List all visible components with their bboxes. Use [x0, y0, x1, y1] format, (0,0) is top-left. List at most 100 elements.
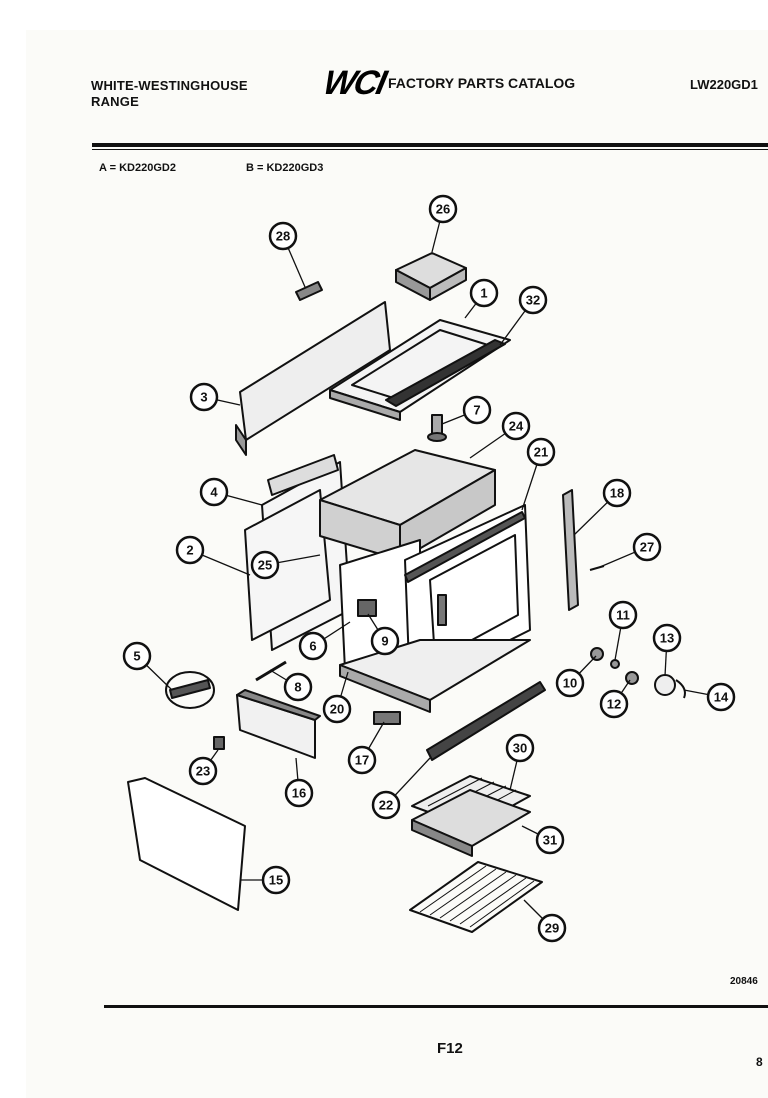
document-code: LW220GD1 [690, 77, 758, 92]
callout-20: 20 [322, 694, 352, 724]
callout-bubble [505, 733, 535, 763]
callout-bubble [283, 672, 313, 702]
callout-bubble [284, 778, 314, 808]
part-rail [385, 339, 506, 407]
callout-number: 5 [133, 649, 140, 664]
callout-bubble [122, 641, 152, 671]
part-drawer-clip [213, 736, 225, 750]
callout-number: 25 [258, 558, 272, 573]
callout-11: 11 [608, 600, 638, 630]
part-switch [357, 599, 377, 617]
callout-5: 5 [122, 641, 152, 671]
callout-16: 16 [284, 778, 314, 808]
callout-10: 10 [555, 668, 585, 698]
callout-number: 17 [355, 753, 369, 768]
callout-number: 21 [534, 445, 548, 460]
callout-bubble [322, 694, 352, 724]
callout-bubble [501, 411, 531, 441]
brand-name: WHITE-WESTINGHOUSE [91, 78, 248, 93]
callout-31: 31 [535, 825, 565, 855]
part-burner-box [395, 252, 467, 301]
callout-number: 24 [509, 419, 524, 434]
catalog-title: FACTORY PARTS CATALOG [388, 75, 576, 91]
callout-2: 2 [175, 535, 205, 565]
callout-7: 7 [462, 395, 492, 425]
callout-number: 3 [200, 390, 207, 405]
callout-number: 23 [196, 764, 210, 779]
product-type: RANGE [91, 94, 139, 109]
callout-bubble [370, 626, 400, 656]
callout-21: 21 [526, 437, 556, 467]
callout-bubble [347, 745, 377, 775]
part-trim-strip [404, 511, 526, 583]
callout-number: 10 [563, 676, 577, 691]
callout-number: 29 [545, 921, 559, 936]
callout-27: 27 [632, 532, 662, 562]
callout-number: 14 [714, 690, 729, 705]
callout-number: 8 [294, 680, 301, 695]
part-back-panel [235, 301, 391, 456]
callout-9: 9 [370, 626, 400, 656]
callout-number: 1 [480, 286, 487, 301]
callout-bubble [535, 825, 565, 855]
header-rule [92, 143, 768, 147]
callout-3: 3 [189, 382, 219, 412]
callout-bubble [250, 550, 280, 580]
callout-number: 6 [309, 639, 316, 654]
callout-bubble [608, 600, 638, 630]
part-vent-strip [426, 681, 546, 761]
callout-30: 30 [505, 733, 535, 763]
footer-rule [104, 1005, 768, 1008]
callout-bubble [462, 395, 492, 425]
callout-number: 32 [526, 293, 540, 308]
callout-26: 26 [428, 194, 458, 224]
callout-18: 18 [602, 478, 632, 508]
callout-bubble [652, 623, 682, 653]
part-element [165, 671, 215, 709]
callout-number: 27 [640, 540, 654, 555]
callout-bubble [261, 865, 291, 895]
callout-bubble [632, 532, 662, 562]
page-number: F12 [437, 1040, 463, 1057]
callout-bubble [268, 221, 298, 251]
callout-number: 11 [616, 608, 630, 623]
callout-number: 13 [660, 631, 674, 646]
callout-32: 32 [518, 285, 548, 315]
part-glass-panel [127, 777, 246, 911]
callout-13: 13 [652, 623, 682, 653]
callout-12: 12 [599, 689, 629, 719]
callout-bubble [175, 535, 205, 565]
part-knobs [590, 647, 686, 699]
diagram-reference: 20846 [730, 976, 758, 987]
callout-number: 28 [276, 229, 290, 244]
callout-number: 2 [186, 543, 193, 558]
callout-bubble [199, 477, 229, 507]
part-oven-rack [409, 861, 543, 933]
callout-bubble [602, 478, 632, 508]
callout-14: 14 [706, 682, 736, 712]
callout-bubble [599, 689, 629, 719]
callout-bubble [428, 194, 458, 224]
callout-number: 31 [543, 833, 557, 848]
callout-bubble [188, 756, 218, 786]
callout-29: 29 [537, 913, 567, 943]
part-broiler-pan [411, 789, 531, 857]
callout-25: 25 [250, 550, 280, 580]
callout-4: 4 [199, 477, 229, 507]
callout-bubble [371, 790, 401, 820]
callout-bubble [298, 631, 328, 661]
callout-17: 17 [347, 745, 377, 775]
callout-28: 28 [268, 221, 298, 251]
callout-number: 9 [381, 634, 388, 649]
callout-15: 15 [261, 865, 291, 895]
part-leveling-leg [427, 414, 447, 442]
callout-23: 23 [188, 756, 218, 786]
callout-number: 30 [513, 741, 527, 756]
callout-number: 4 [210, 485, 218, 500]
model-a-label: A = KD220GD2 [99, 162, 176, 174]
callout-bubble [537, 913, 567, 943]
callout-number: 16 [292, 786, 306, 801]
part-bracket [373, 711, 401, 725]
callout-6: 6 [298, 631, 328, 661]
corner-number: 8 [756, 1055, 763, 1069]
